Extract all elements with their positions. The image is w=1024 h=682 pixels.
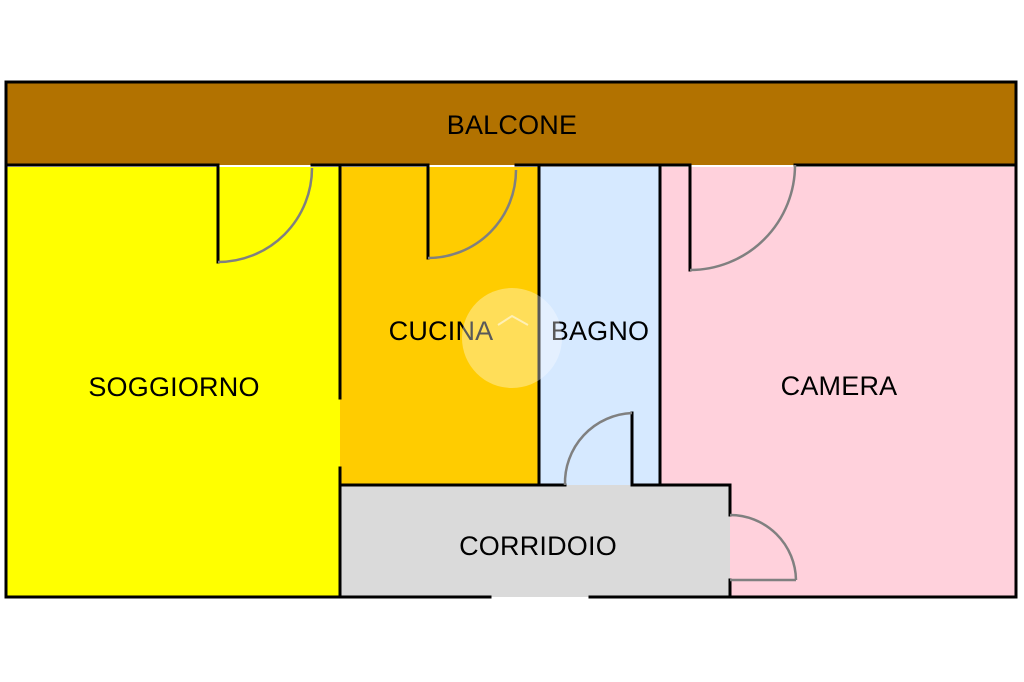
door-soggiorno-arc — [217, 167, 314, 264]
room-corridoio — [340, 485, 730, 597]
label-camera: CAMERA — [781, 371, 898, 401]
walls — [4, 80, 1018, 599]
label-soggiorno: SOGGIORNO — [88, 372, 259, 402]
door-camera-arc — [689, 164, 797, 272]
room-cucina — [340, 167, 539, 485]
room-soggiorno — [6, 167, 340, 597]
doors — [217, 164, 798, 582]
label-bagno: BAGNO — [551, 316, 650, 346]
watermark-circle — [462, 288, 562, 388]
watermark-mark — [497, 314, 529, 326]
label-cucina: CUCINA — [389, 316, 494, 346]
room-camera — [660, 167, 1016, 597]
label-corridoio: CORRIDOIO — [459, 531, 617, 561]
door-corridoio-arc — [729, 513, 798, 581]
room-balcone — [6, 82, 1016, 165]
door-bagno-arc — [563, 411, 633, 486]
door-cucina-arc — [427, 169, 518, 260]
room-bagno — [539, 167, 660, 485]
label-balcone: BALCONE — [447, 110, 577, 140]
